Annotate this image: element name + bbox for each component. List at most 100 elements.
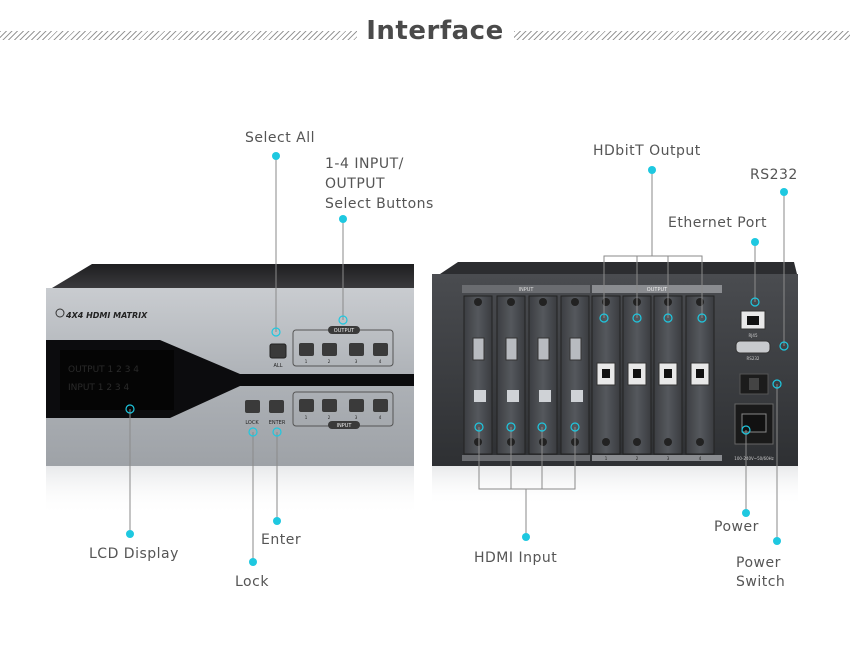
- output-port-number-3: 3: [667, 456, 670, 461]
- rear-input-header: INPUT: [519, 287, 535, 293]
- rj45-label: RJ45: [748, 333, 758, 338]
- power-switch-ring: [772, 379, 782, 389]
- output-number-1: 1: [305, 359, 308, 364]
- label-rs232: RS232: [750, 167, 798, 183]
- hdbitt-dot: [648, 166, 656, 174]
- output-number-3: 3: [355, 359, 358, 364]
- input-screw-5: [474, 438, 482, 446]
- input-box-tag: [328, 421, 360, 429]
- rs232-dot: [780, 188, 788, 196]
- output-button-4[interactable]: [373, 343, 388, 356]
- hdbitt-ring-4: [697, 313, 707, 323]
- input-button-2[interactable]: [322, 399, 337, 412]
- enter-button-label: ENTER: [269, 420, 286, 426]
- hdmi-port-4: [569, 337, 582, 361]
- input-screw-3: [539, 298, 547, 306]
- label-select-buttons-line2: OUTPUT: [325, 176, 386, 192]
- power-rating: 100-240V~50/60Hz: [734, 456, 773, 461]
- output-button-2[interactable]: [322, 343, 337, 356]
- brand-text: 4X4 HDMI MATRIX: [65, 311, 148, 320]
- label-lcd-display: LCD Display: [89, 546, 179, 562]
- output-screw-6: [633, 438, 641, 446]
- output-number-4: 4: [379, 359, 382, 364]
- input-screw-7: [539, 438, 547, 446]
- enter-dot: [273, 517, 281, 525]
- output-button-1[interactable]: [299, 343, 314, 356]
- input-led-3: [539, 390, 551, 402]
- hdmi-ring-4: [570, 422, 580, 432]
- output-number-2: 2: [328, 359, 331, 364]
- label-power-switch-line1: Power: [736, 555, 781, 571]
- hdmi-port-1: [472, 337, 485, 361]
- all-button[interactable]: [269, 343, 287, 359]
- hdbitt-ring-2: [632, 313, 642, 323]
- output-footer-bar: [592, 455, 722, 461]
- rj45-output-slot-3: [664, 369, 672, 378]
- select-all-dot: [272, 152, 280, 160]
- select-buttons-ring: [338, 315, 348, 325]
- input-buttons: 1 2 3 4: [299, 399, 388, 420]
- power-switch-rocker: [749, 378, 759, 390]
- lock-button[interactable]: [245, 400, 260, 413]
- front-reflection: [46, 466, 414, 516]
- input-number-2: 2: [328, 415, 331, 420]
- output-port-number-1: 1: [605, 456, 608, 461]
- hdmi-dot: [522, 533, 530, 541]
- rear-reflection: [432, 466, 798, 506]
- rs232-label: RS232: [747, 356, 760, 361]
- label-hdbitt-output: HDbitT Output: [593, 143, 701, 159]
- input-button-4[interactable]: [373, 399, 388, 412]
- hdmi-ring-2: [506, 422, 516, 432]
- input-box-label: INPUT: [337, 423, 353, 429]
- input-screw-2: [507, 298, 515, 306]
- input-screw-4: [571, 298, 579, 306]
- input-screw-1: [474, 298, 482, 306]
- header-hatch-left: [0, 31, 357, 40]
- input-number-3: 3: [355, 415, 358, 420]
- enter-button[interactable]: [269, 400, 284, 413]
- rear-output-header: OUTPUT: [647, 287, 668, 293]
- output-port-number-2: 2: [636, 456, 639, 461]
- input-header-bar: [462, 285, 590, 293]
- output-screw-1: [602, 298, 610, 306]
- output-buttons: 1 2 3 4: [299, 343, 388, 364]
- callout-lines: [129, 156, 785, 562]
- output-screw-5: [602, 438, 610, 446]
- label-select-all: Select All: [245, 130, 315, 146]
- hdmi-input-cards: [463, 295, 590, 455]
- input-card-1: [463, 295, 493, 455]
- rear-unit: INPUT OUTPUT: [432, 262, 798, 506]
- power-ring: [741, 425, 751, 435]
- output-screw-7: [664, 438, 672, 446]
- hdbitt-ring-1: [599, 313, 609, 323]
- ethernet-port-slot: [747, 316, 759, 325]
- label-power: Power: [714, 519, 759, 535]
- enter-ring: [272, 427, 282, 437]
- rs232-port: [735, 340, 771, 354]
- input-number-4: 4: [379, 415, 382, 420]
- hdmi-bracket: [478, 427, 576, 490]
- input-button-3[interactable]: [349, 399, 364, 412]
- lcd-dot: [126, 530, 134, 538]
- rj45-output-slot-1: [602, 369, 610, 378]
- label-enter: Enter: [261, 532, 302, 548]
- callout-rings: [125, 297, 789, 437]
- ethernet-ring: [750, 297, 760, 307]
- input-card-3: [528, 295, 558, 455]
- output-button-3[interactable]: [349, 343, 364, 356]
- select-buttons-dot: [339, 215, 347, 223]
- callout-dots: [126, 152, 788, 566]
- hdmi-ring-1: [474, 422, 484, 432]
- output-screw-8: [696, 438, 704, 446]
- label-ethernet-port: Ethernet Port: [668, 215, 768, 231]
- input-button-1[interactable]: [299, 399, 314, 412]
- header-hatch-right: [514, 31, 850, 40]
- lock-button-label: LOCK: [245, 420, 259, 426]
- front-top-face: [52, 264, 414, 288]
- input-led-2: [507, 390, 519, 402]
- input-led-1: [474, 390, 486, 402]
- label-select-buttons-line1: 1-4 INPUT/: [325, 156, 404, 172]
- lock-dot: [249, 558, 257, 566]
- all-button-label: ALL: [274, 363, 283, 369]
